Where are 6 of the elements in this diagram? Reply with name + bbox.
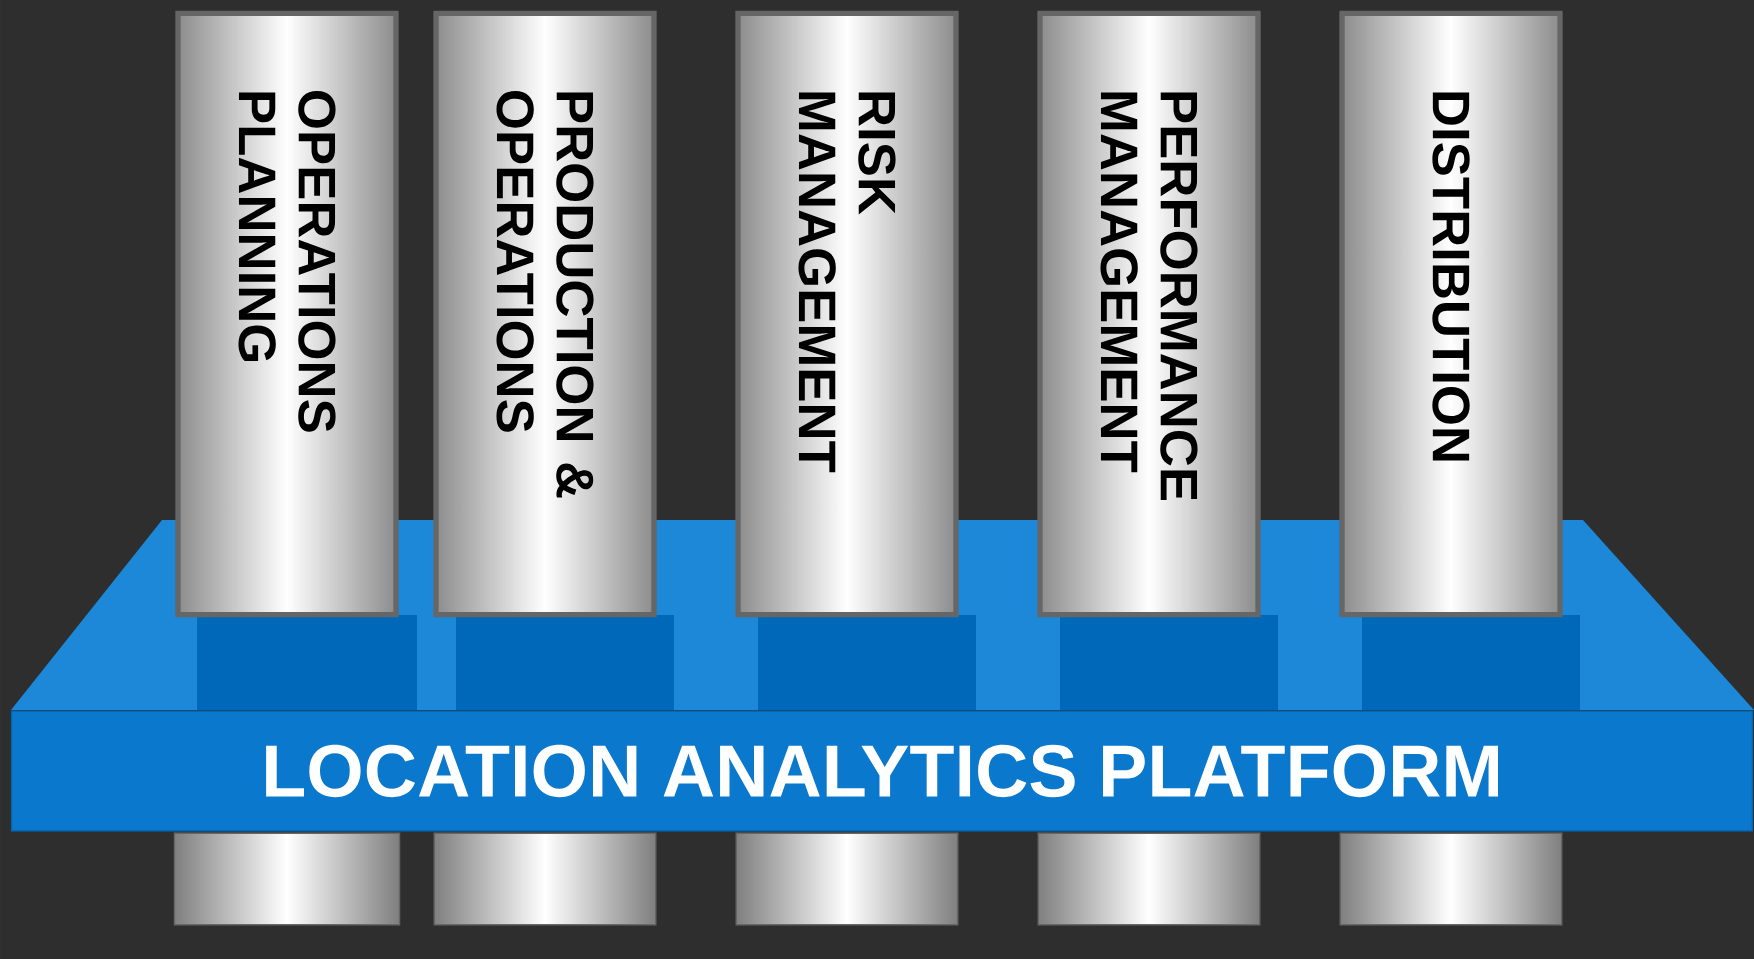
pillar: OPERATIONS PLANNING	[175, 10, 399, 618]
pillar: PRODUCTION & OPERATIONS	[433, 10, 657, 618]
pillar: DISTRIBUTION	[1339, 10, 1563, 618]
pillar: PERFORMANCE MANAGEMENT	[1037, 10, 1261, 618]
pillar: RISK MANAGEMENT	[735, 10, 959, 618]
platform-band: LOCATION ANALYTICS PLATFORM	[10, 710, 1754, 832]
